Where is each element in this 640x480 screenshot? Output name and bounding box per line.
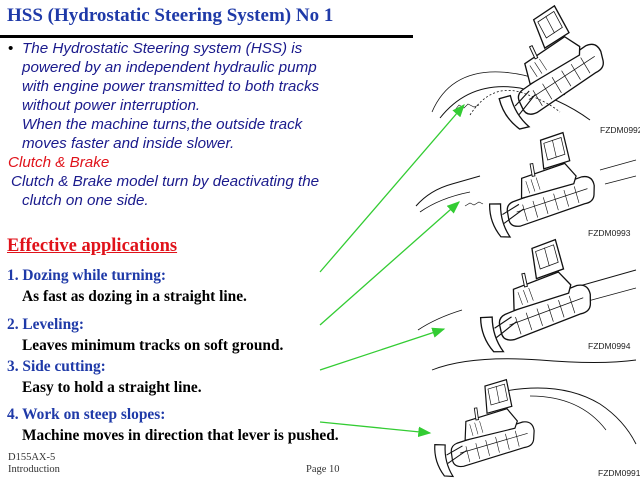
intro-line-1: The Hydrostatic Steering system (HSS) is: [22, 40, 303, 57]
application-item-2: 2. Leveling: Leaves minimum tracks on so…: [7, 314, 283, 356]
footer-section: Introduction: [8, 464, 60, 475]
bullet-icon: •: [8, 40, 14, 57]
application-title: 2. Leveling:: [7, 316, 84, 333]
figure-dozing-turning: FZDM0992: [431, 0, 640, 135]
clutch-line-1: Clutch & Brake model turn by deactivatin…: [11, 173, 320, 190]
footer-model-code: D155AX-5: [8, 452, 56, 463]
intro-block: • The Hydrostatic Steering system (HSS) i…: [8, 39, 403, 210]
application-desc: Easy to hold a straight line.: [22, 379, 202, 396]
green-arrows: [319, 104, 465, 438]
clutch-heading: Clutch & Brake: [8, 154, 110, 171]
figure-code-2: FZDM0993: [588, 228, 631, 238]
arrow-steep-slopes: [319, 421, 432, 438]
application-desc: As fast as dozing in a straight line.: [22, 288, 247, 305]
intro-line-3: with engine power transmitted to both tr…: [22, 78, 320, 95]
figure-side-cutting: FZDM0994: [417, 234, 637, 356]
arrow-dozing: [319, 104, 465, 273]
intro-line-6: moves faster and inside slower.: [22, 135, 235, 152]
application-item-3: 3. Side cutting: Easy to hold a straight…: [7, 356, 202, 398]
application-title: 3. Side cutting:: [7, 358, 106, 375]
footer-page-number: Page 10: [306, 464, 340, 475]
figure-code-1: FZDM0992: [600, 125, 640, 135]
figure-code-3: FZDM0994: [588, 341, 631, 351]
arrow-side-cutting: [319, 327, 446, 371]
figure-steep-slopes: FZDM0991: [425, 358, 640, 480]
application-title: 4. Work on steep slopes:: [7, 406, 166, 423]
intro-line-4: without power interruption.: [22, 97, 201, 114]
application-desc: Leaves minimum tracks on soft ground.: [22, 337, 284, 354]
title-underline: [0, 35, 413, 38]
application-item-4: 4. Work on steep slopes: Machine moves i…: [7, 404, 339, 446]
figure-leveling: FZDM0993: [415, 128, 637, 241]
intro-line-5: When the machine turns,the outside track: [22, 116, 303, 133]
slide-title: HSS (Hydrostatic Steering System) No 1: [7, 5, 334, 26]
application-desc: Machine moves in direction that lever is…: [22, 427, 339, 444]
intro-line-2: powered by an independent hydraulic pump: [22, 59, 317, 76]
effective-applications-heading: Effective applications: [7, 236, 178, 256]
arrow-leveling: [319, 201, 460, 326]
application-title: 1. Dozing while turning:: [7, 267, 167, 284]
clutch-line-2: clutch on one side.: [22, 192, 149, 209]
footer-model: D155AX-5 Introduction: [8, 452, 60, 476]
figure-code-4: FZDM0991: [598, 468, 640, 478]
application-item-1: 1. Dozing while turning: As fast as dozi…: [7, 265, 247, 307]
